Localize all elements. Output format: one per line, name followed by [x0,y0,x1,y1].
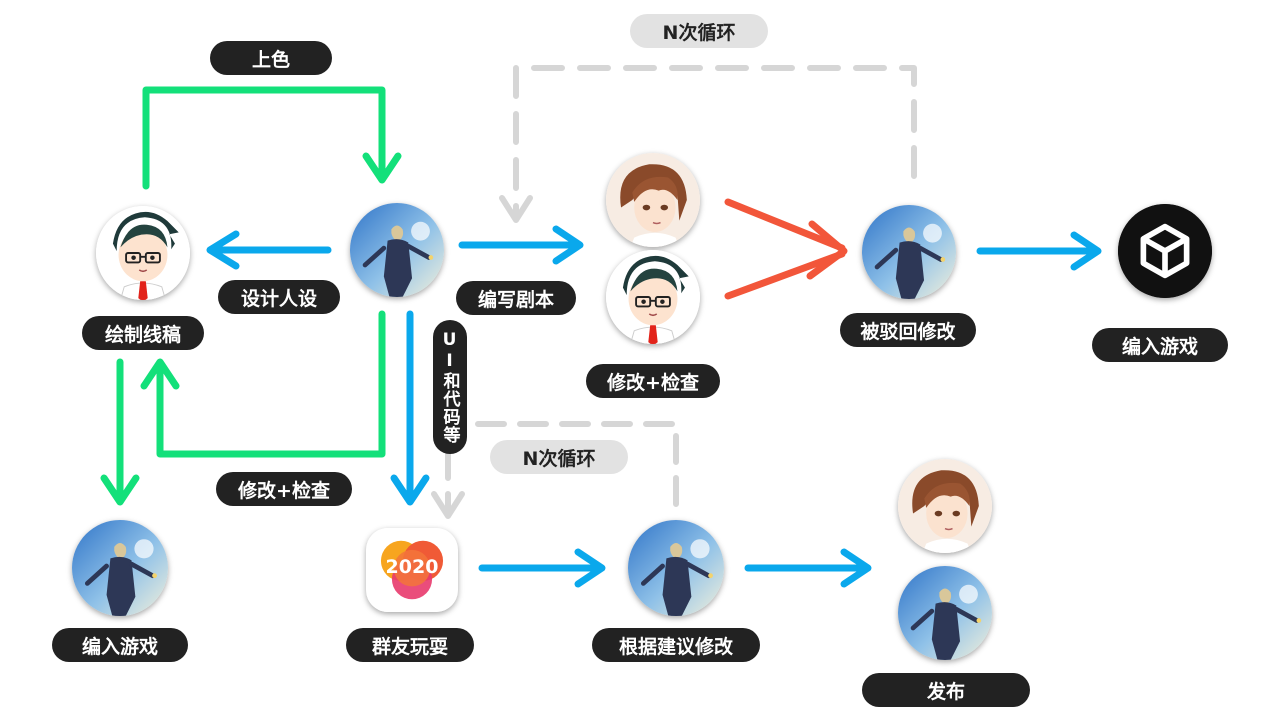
sky-girl-avatar-suggestion [628,520,724,616]
anime-boy-avatar-release [898,459,992,553]
blue-arrow-to-script-head [552,225,584,265]
red-arrow-lower [724,250,846,300]
gray-dashed-loop-top-head [499,195,533,223]
green-revise-loop [156,310,386,458]
label-n-loop-bottom: N次循环 [490,440,628,474]
label-coloring: 上色 [210,41,332,75]
blue-arrow-to-suggest-head [574,548,606,588]
label-friends-play: 群友玩耍 [346,628,474,662]
blue-arrow-to-release-head [840,548,872,588]
label-revise-by-suggestion: 根据建议修改 [592,628,760,662]
sky-girl-avatar-rejected [862,205,956,299]
label-revise-check-left: 修改+检查 [216,472,352,506]
sky-girl-avatar-center [350,203,444,297]
2020-app-icon: 2020 [366,528,458,612]
anime-boy-avatar-script [606,153,700,247]
red-arrow-upper [724,198,846,252]
blue-arrow-to-unity-head [1070,231,1102,271]
red-arrow-head [806,220,848,280]
green-color-loop-head [362,152,402,184]
gray-dashed-loop-bottom [445,421,679,517]
label-rejected-revise: 被驳回修改 [840,313,976,347]
2020-badge-text: 2020 [385,556,439,578]
label-ui-and-code: UI和代码等 [433,320,467,454]
green-color-loop [142,86,386,190]
label-write-script: 编写剧本 [456,281,576,315]
label-release: 发布 [862,673,1030,707]
label-design-character: 设计人设 [218,280,340,314]
unity-engine-icon [1118,204,1212,298]
cartoon-boy-avatar-draft [96,206,190,300]
gray-dashed-loop-bottom-head [431,491,465,519]
sky-girl-avatar-release [898,566,992,660]
green-revise-loop-head [140,358,180,390]
green-down-arrow-head [100,474,140,506]
sky-girl-avatar-left-game [72,520,168,616]
label-into-game-left: 编入游戏 [52,628,188,662]
label-into-game-right: 编入游戏 [1092,328,1228,362]
blue-arrow-down-to-2020-head [390,474,430,506]
label-revise-check-middle: 修改+检查 [586,364,720,398]
label-draw-lineart: 绘制线稿 [82,316,204,350]
blue-arrow-to-draft-head [206,230,240,270]
cartoon-boy-avatar-check [606,250,700,344]
gray-dashed-loop-top [513,65,917,221]
label-n-loop-top: N次循环 [630,14,768,48]
